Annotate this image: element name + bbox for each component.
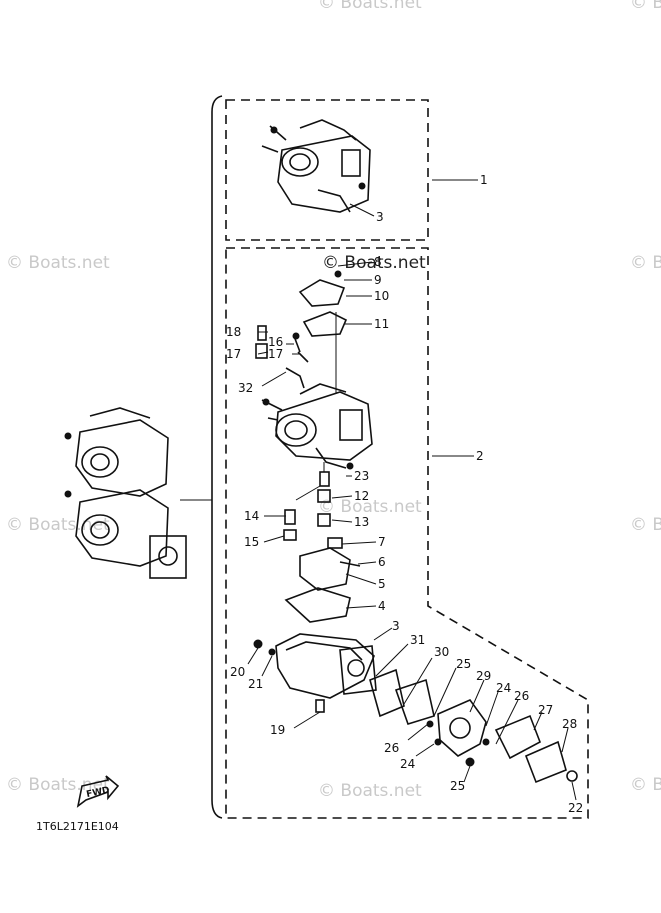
callout-25: 25 (456, 657, 471, 671)
callout-16: 16 (268, 335, 283, 349)
float-chamber (253, 633, 377, 713)
carburetor-assembly-drawing (261, 119, 371, 213)
callout-24: 24 (400, 757, 415, 771)
forward-direction-arrow: FWD (76, 775, 120, 808)
drawing-code: 1T6L2171E104 (36, 820, 119, 833)
watermark: © Boats.net (318, 0, 422, 13)
callout-labels: 1 3 2 8 9 10 11 18 17 16 17 32 23 12 13 … (226, 173, 583, 815)
jet-parts (283, 462, 331, 541)
callout-21: 21 (248, 677, 263, 691)
callout-10: 10 (374, 289, 389, 303)
assembly-bracket (211, 95, 223, 819)
carburetor-assembly-box (225, 99, 429, 241)
callout-31: 31 (410, 633, 425, 647)
callout-15: 15 (244, 535, 259, 549)
callout-17: 17 (226, 347, 241, 361)
fuel-pump-stack (369, 668, 578, 784)
callout-17: 17 (268, 347, 283, 361)
callout-27: 27 (538, 703, 553, 717)
callout-3: 3 (392, 619, 400, 633)
carburetor-body-drawing (261, 383, 373, 470)
callout-11: 11 (374, 317, 389, 331)
callout-29: 29 (476, 669, 491, 683)
watermark: © Boats.net (630, 0, 661, 13)
callout-2: 2 (476, 449, 484, 463)
watermark: © Boats.net (318, 781, 422, 801)
callout-26: 26 (384, 741, 399, 755)
watermark: © Boats.net (630, 775, 661, 795)
callout-3: 3 (376, 210, 384, 224)
watermark: © Boats.net (630, 253, 661, 273)
fwd-label: FWD (86, 785, 111, 800)
callout-12: 12 (354, 489, 369, 503)
watermark: © Boats.net (630, 515, 661, 535)
callout-14: 14 (244, 509, 259, 523)
callout-18: 18 (226, 325, 241, 339)
leader-lines (247, 179, 577, 801)
callout-8: 8 (374, 255, 382, 269)
carburetor-components-region (225, 247, 589, 819)
callout-32: 32 (238, 381, 253, 395)
watermark-dark: © Boats.net (322, 253, 426, 273)
callout-28: 28 (562, 717, 577, 731)
callout-30: 30 (434, 645, 449, 659)
callout-9: 9 (374, 273, 382, 287)
twin-carburetor-overview (64, 407, 212, 579)
callout-20: 20 (230, 665, 245, 679)
callout-25: 25 (450, 779, 465, 793)
needle-and-spring (255, 325, 309, 389)
watermark: © Boats.net (6, 253, 110, 273)
callout-4: 4 (378, 599, 386, 613)
callout-13: 13 (354, 515, 369, 529)
callout-26: 26 (514, 689, 529, 703)
watermark: © Boats.net (6, 515, 110, 535)
callout-1: 1 (480, 173, 488, 187)
callout-7: 7 (378, 535, 386, 549)
float-assembly (284, 537, 361, 623)
callout-22: 22 (568, 801, 583, 815)
watermark: © Boats.net (6, 775, 110, 795)
diaphragm-cover (298, 270, 348, 394)
callout-24: 24 (496, 681, 511, 695)
callout-5: 5 (378, 577, 386, 591)
callout-23: 23 (354, 469, 369, 483)
watermark: © Boats.net (318, 497, 422, 517)
callout-19: 19 (270, 723, 285, 737)
callout-6: 6 (378, 555, 386, 569)
